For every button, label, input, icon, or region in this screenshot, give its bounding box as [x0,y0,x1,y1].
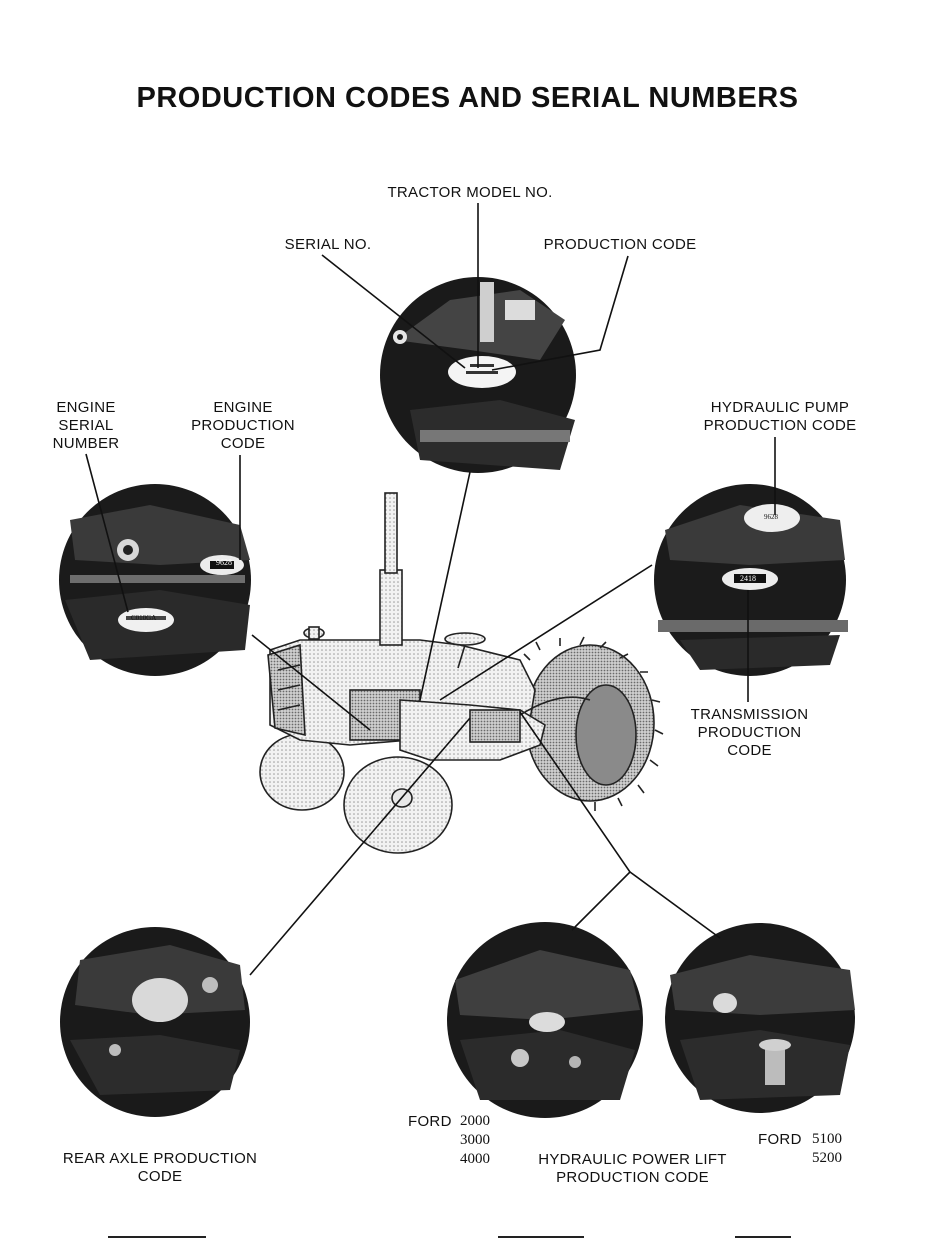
label-transmission: TRANSMISSION PRODUCTION CODE [682,706,817,760]
footer-rule-middle [498,1236,584,1238]
model-number-5100: 5100 [812,1131,842,1147]
serial-plate-photo [380,277,576,473]
label-power-lift-line1: HYDRAULIC POWER LIFT [538,1151,727,1168]
label-hydraulic-pump-line2: PRODUCTION CODE [703,417,857,434]
label-engine-production-line1: ENGINE [213,399,273,416]
power-lift-photo-2000 [447,922,643,1118]
power-lift-photo-5000 [665,923,855,1113]
model-number-3000: 3000 [460,1132,490,1148]
label-rear-axle-line1: REAR AXLE PRODUCTION [62,1150,258,1167]
footer-rule-right [735,1236,791,1238]
label-rear-axle-line2: CODE [137,1168,183,1185]
plate-transmission: 2418 [740,574,756,583]
label-engine-production-line2: PRODUCTION [191,417,295,434]
tractor-illustration [259,492,664,854]
label-transmission-line2: PRODUCTION [697,724,802,741]
label-engine-production: ENGINE PRODUCTION CODE [178,399,308,453]
plate-engine-serial: C010GA [131,614,157,622]
label-power-lift-line2: PRODUCTION CODE [556,1169,709,1186]
label-serial-no: SERIAL NO. [284,236,372,253]
label-engine-serial-line2: SERIAL [58,417,114,434]
ford-brand-small: FORD [408,1113,452,1130]
label-engine-serial: ENGINE SERIAL NUMBER [36,399,136,453]
ford-brand-large: FORD [758,1131,802,1148]
model-number-5200: 5200 [812,1150,842,1166]
rear-axle-photo [60,927,250,1117]
label-tractor-model: TRACTOR MODEL NO. [387,184,553,201]
leader-lines [85,203,776,976]
plate-engine-production: 9628 [216,558,232,567]
label-hydraulic-pump-line1: HYDRAULIC PUMP [710,399,850,416]
plate-hydraulic-pump: 9628 [764,513,778,521]
label-engine-serial-line3: NUMBER [52,435,120,452]
label-engine-serial-line1: ENGINE [56,399,116,416]
label-rear-axle: REAR AXLE PRODUCTION CODE [50,1150,270,1186]
model-number-4000: 4000 [460,1151,490,1167]
label-power-lift: HYDRAULIC POWER LIFT PRODUCTION CODE [520,1151,745,1187]
footer-rule-left [108,1236,206,1238]
label-production-code: PRODUCTION CODE [543,236,697,253]
label-transmission-line1: TRANSMISSION [690,706,809,723]
engine-photo [59,484,251,676]
label-hydraulic-pump: HYDRAULIC PUMP PRODUCTION CODE [690,399,870,435]
hydraulic-pump-photo [654,484,848,676]
label-engine-production-line3: CODE [220,435,266,452]
label-transmission-line3: CODE [727,742,772,759]
page-title: PRODUCTION CODES AND SERIAL NUMBERS [136,82,799,114]
model-number-2000: 2000 [460,1113,490,1129]
